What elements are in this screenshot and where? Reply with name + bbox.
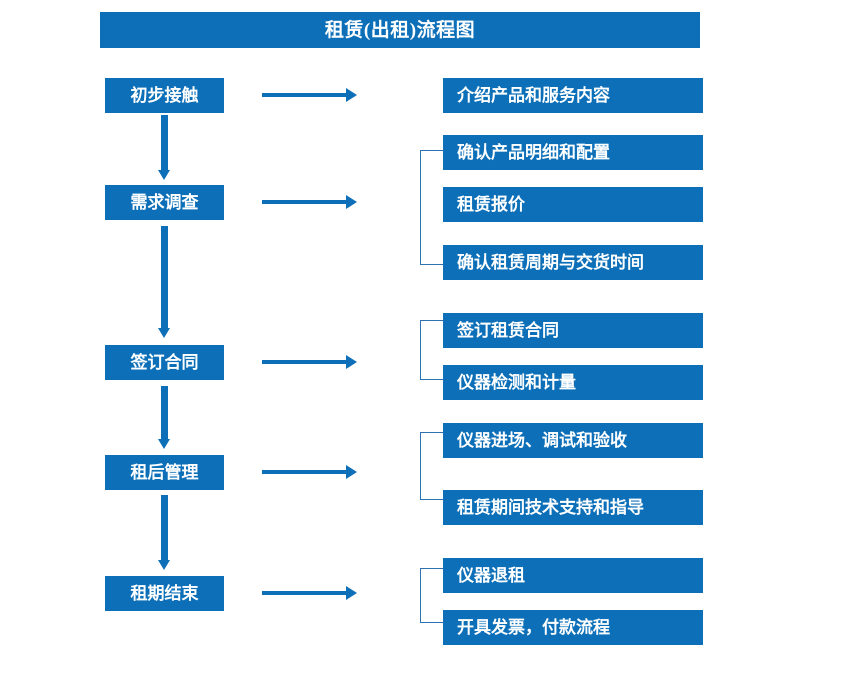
stage-label: 初步接触	[130, 86, 199, 105]
bracket-connector-needs-survey	[420, 150, 443, 265]
right-arrow-icon	[262, 586, 357, 600]
detail-label: 仪器检测和计量	[457, 373, 576, 392]
down-arrow-icon	[158, 495, 170, 570]
chart-title-text: 租赁(出租)流程图	[324, 19, 476, 41]
stage-box-lease-end[interactable]: 租期结束	[105, 576, 224, 611]
arrow-shaft	[161, 226, 168, 328]
chart-title-bar: 租赁(出租)流程图	[100, 12, 700, 48]
arrow-shaft	[161, 495, 168, 560]
detail-label: 租赁报价	[457, 195, 525, 214]
stage-box-sign-contract[interactable]: 签订合同	[105, 345, 224, 380]
down-arrow-icon	[158, 115, 170, 180]
detail-box-sign-rental-contract[interactable]: 签订租赁合同	[443, 313, 703, 348]
stage-label: 需求调查	[130, 193, 199, 212]
arrow-shaft	[262, 470, 347, 474]
detail-label: 确认产品明细和配置	[457, 143, 610, 162]
arrow-head	[346, 195, 357, 209]
down-arrow-icon	[158, 226, 170, 338]
detail-label: 签订租赁合同	[457, 321, 559, 340]
detail-box-rental-quote[interactable]: 租赁报价	[443, 187, 703, 222]
stage-label: 租后管理	[130, 463, 199, 482]
detail-label: 租赁期间技术支持和指导	[457, 498, 644, 517]
stage-box-post-rental-management[interactable]: 租后管理	[105, 455, 224, 490]
detail-box-instrument-inspection[interactable]: 仪器检测和计量	[443, 365, 703, 400]
detail-label: 仪器退租	[457, 566, 525, 585]
detail-box-instrument-return[interactable]: 仪器退租	[443, 558, 703, 593]
arrow-head	[346, 355, 357, 369]
detail-label: 仪器进场、调试和验收	[457, 431, 627, 450]
arrow-shaft	[262, 93, 347, 97]
bracket-connector-lease-end	[420, 568, 443, 623]
detail-box-invoice-payment[interactable]: 开具发票，付款流程	[443, 610, 703, 645]
down-arrow-icon	[158, 386, 170, 449]
arrow-shaft	[161, 386, 168, 439]
detail-box-technical-support[interactable]: 租赁期间技术支持和指导	[443, 490, 703, 525]
right-arrow-icon	[262, 465, 357, 479]
detail-box-intro-products-services[interactable]: 介绍产品和服务内容	[443, 78, 703, 113]
arrow-head	[158, 560, 170, 570]
bracket-connector-post-rental	[420, 432, 443, 500]
detail-label: 开具发票，付款流程	[457, 618, 610, 637]
arrow-head	[158, 170, 170, 180]
detail-box-instrument-entry-commissioning[interactable]: 仪器进场、调试和验收	[443, 423, 703, 458]
stage-box-needs-survey[interactable]: 需求调查	[105, 185, 224, 220]
detail-box-confirm-period-delivery[interactable]: 确认租赁周期与交货时间	[443, 245, 703, 280]
stage-label: 签订合同	[130, 353, 199, 372]
right-arrow-icon	[262, 88, 357, 102]
detail-label: 介绍产品和服务内容	[457, 86, 610, 105]
arrow-shaft	[161, 115, 168, 170]
arrow-head	[346, 88, 357, 102]
detail-label: 确认租赁周期与交货时间	[457, 253, 644, 272]
arrow-shaft	[262, 591, 347, 595]
stage-label: 租期结束	[130, 584, 199, 603]
stage-box-initial-contact[interactable]: 初步接触	[105, 78, 224, 113]
arrow-shaft	[262, 360, 347, 364]
arrow-head	[158, 439, 170, 449]
detail-box-confirm-product-spec[interactable]: 确认产品明细和配置	[443, 135, 703, 170]
arrow-head	[346, 465, 357, 479]
arrow-head	[158, 328, 170, 338]
arrow-shaft	[262, 200, 347, 204]
arrow-head	[346, 586, 357, 600]
bracket-connector-sign-contract	[420, 320, 443, 380]
right-arrow-icon	[262, 195, 357, 209]
right-arrow-icon	[262, 355, 357, 369]
